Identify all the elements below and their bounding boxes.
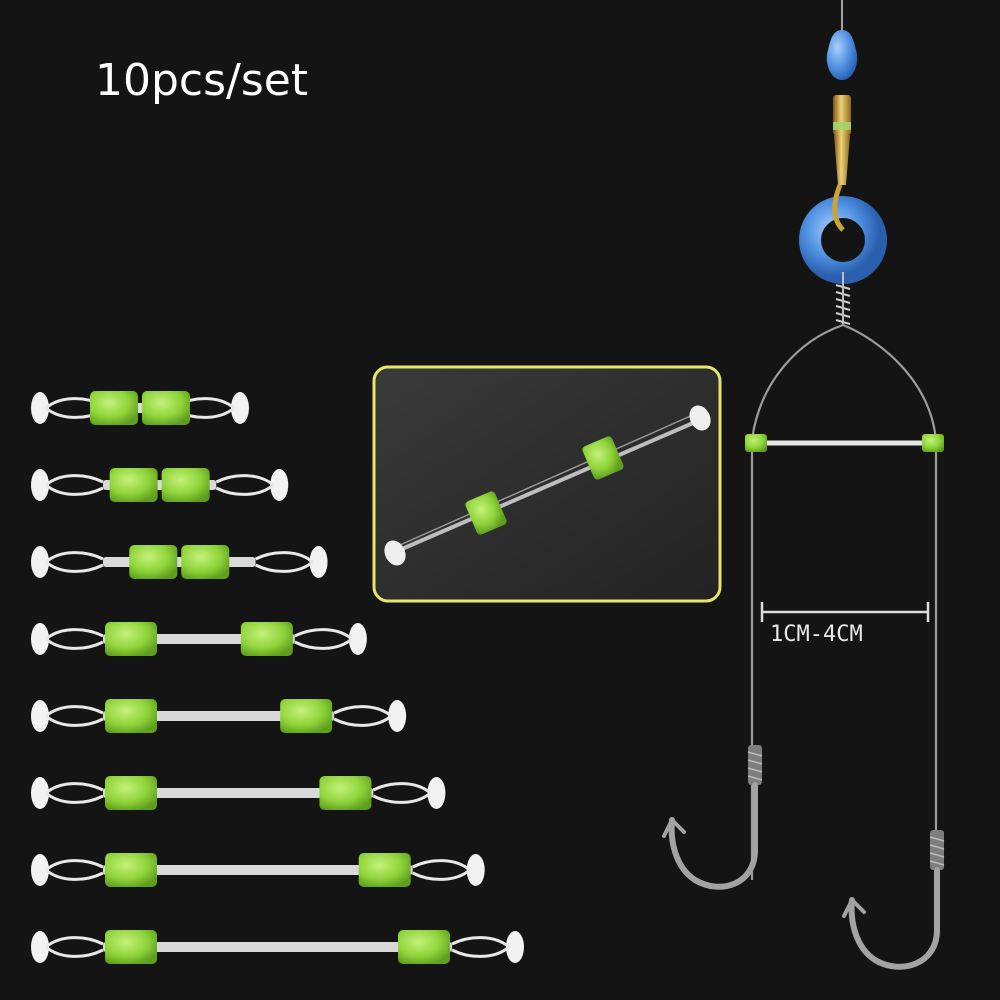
hook-left [662, 745, 763, 890]
connector-item [31, 468, 289, 502]
connector-item [31, 699, 407, 733]
float-ring [799, 196, 887, 284]
connector-item [31, 391, 249, 425]
connector-item [31, 776, 446, 810]
hook-right [842, 830, 945, 970]
connector-item [31, 545, 328, 579]
product-title: 10pcs/set [95, 55, 309, 106]
connector-item [31, 930, 524, 964]
fishing-rig [662, 0, 945, 970]
inset-connector [384, 405, 711, 566]
inset-panel [372, 365, 722, 603]
connector-item [31, 853, 485, 887]
connector-item [31, 622, 367, 656]
float-bead [826, 30, 858, 80]
connector-list [31, 391, 524, 964]
measure-bar [760, 602, 930, 622]
measure-label: 1CM-4CM [770, 622, 863, 647]
